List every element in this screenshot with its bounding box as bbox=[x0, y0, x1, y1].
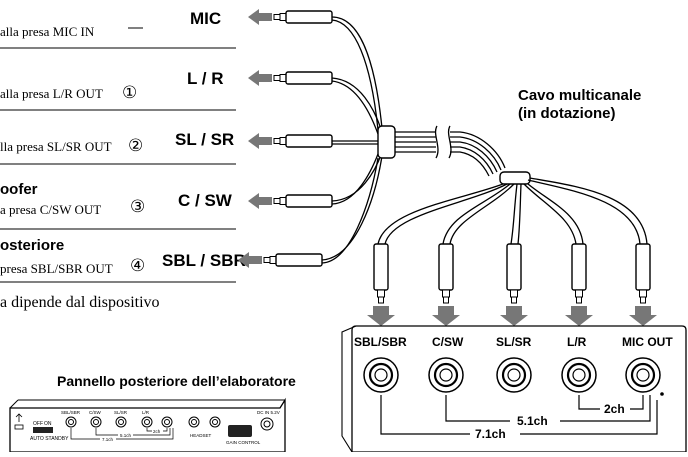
row-label: C / SW bbox=[178, 191, 233, 210]
cable-fanout bbox=[377, 177, 648, 245]
row-desc: presa SBL/SBR OUT bbox=[0, 261, 113, 276]
jack-label: MIC OUT bbox=[622, 335, 673, 349]
device-jack-label: C/SW bbox=[89, 410, 102, 415]
row-marker: ④ bbox=[130, 256, 145, 275]
footnote: a dipende dal dispositivo bbox=[0, 294, 160, 311]
switch-off-label: OFF bbox=[33, 421, 43, 427]
channel-brackets bbox=[380, 395, 658, 435]
row-label: L / R bbox=[187, 69, 224, 88]
channel-71ch: 7.1ch bbox=[475, 427, 506, 441]
auto-standby-switch bbox=[33, 427, 53, 433]
cable-band-left bbox=[377, 125, 396, 159]
row-mic: alla presa MIC IN — MIC bbox=[0, 9, 236, 49]
jack-label: SBL/SBR bbox=[354, 335, 407, 349]
device-jack-label: SBL/SBR bbox=[61, 410, 81, 415]
device-ch2: 2ch bbox=[153, 429, 161, 434]
row-label: SL / SR bbox=[175, 130, 234, 149]
device-back-panel: OFF ON AUTO STANDBY SBL/SBR C/SW SL/SR L… bbox=[9, 397, 286, 453]
row-desc: a presa C/SW OUT bbox=[0, 202, 101, 217]
cable-title-line2: (in dotazione) bbox=[518, 105, 616, 122]
row-heading: osteriore bbox=[0, 237, 64, 254]
panel-title: Pannello posteriore dell’elaboratore bbox=[57, 373, 296, 389]
row-desc: lla presa SL/SR OUT bbox=[0, 139, 112, 154]
jack-label: C/SW bbox=[432, 335, 464, 349]
gain-control-knob bbox=[228, 425, 252, 437]
left-plugs bbox=[238, 9, 333, 268]
gain-control-label: GAIN CONTROL bbox=[226, 440, 261, 445]
switch-on-label: ON bbox=[44, 421, 52, 427]
dc-in-label: DC IN 5.2V bbox=[257, 410, 280, 415]
row-marker: — bbox=[128, 19, 143, 36]
jack-label: SL/SR bbox=[496, 335, 532, 349]
device-jack-label: L/R bbox=[142, 410, 150, 415]
auto-standby-label: AUTO STANDBY bbox=[30, 436, 69, 442]
row-heading: oofer bbox=[0, 181, 38, 198]
channel-2ch: 2ch bbox=[604, 402, 625, 416]
channel-51ch: 5.1ch bbox=[517, 414, 548, 428]
cable-title: Cavo multicanale (in dotazione) bbox=[518, 87, 646, 122]
cable-title-line1: Cavo multicanale bbox=[518, 87, 641, 104]
cable-band-right bbox=[499, 171, 531, 185]
device-jack-label: SL/SR bbox=[114, 410, 128, 415]
device-ch71: 7.1ch bbox=[102, 437, 114, 442]
cable-wires bbox=[321, 16, 506, 264]
row-marker: ① bbox=[122, 83, 137, 102]
row-lr: alla presa L/R OUT ① L / R bbox=[0, 69, 236, 111]
device-ch51: 5.1ch bbox=[120, 433, 132, 438]
row-marker: ② bbox=[128, 136, 143, 155]
row-label: MIC bbox=[190, 9, 221, 28]
zoom-callout-line bbox=[341, 325, 357, 453]
headset-label: HEADSET bbox=[190, 433, 212, 438]
row-marker: ③ bbox=[130, 197, 145, 216]
usb-icon bbox=[14, 413, 24, 430]
row-sblsbr: osteriore presa SBL/SBR OUT ④ SBL / SBR bbox=[0, 237, 246, 283]
jack-label: L/R bbox=[567, 335, 587, 349]
jack-labels: SBL/SBR C/SW SL/SR L/R MIC OUT bbox=[354, 335, 673, 349]
row-desc: alla presa L/R OUT bbox=[0, 86, 103, 101]
jack-sockets bbox=[363, 357, 664, 396]
row-slsr: lla presa SL/SR OUT ② SL / SR bbox=[0, 130, 236, 165]
row-desc: alla presa MIC IN bbox=[0, 24, 95, 39]
row-label: SBL / SBR bbox=[162, 251, 246, 270]
row-csw: oofer a presa C/SW OUT ③ C / SW bbox=[0, 181, 236, 230]
bottom-plugs bbox=[367, 243, 657, 326]
cable-break bbox=[434, 125, 452, 159]
